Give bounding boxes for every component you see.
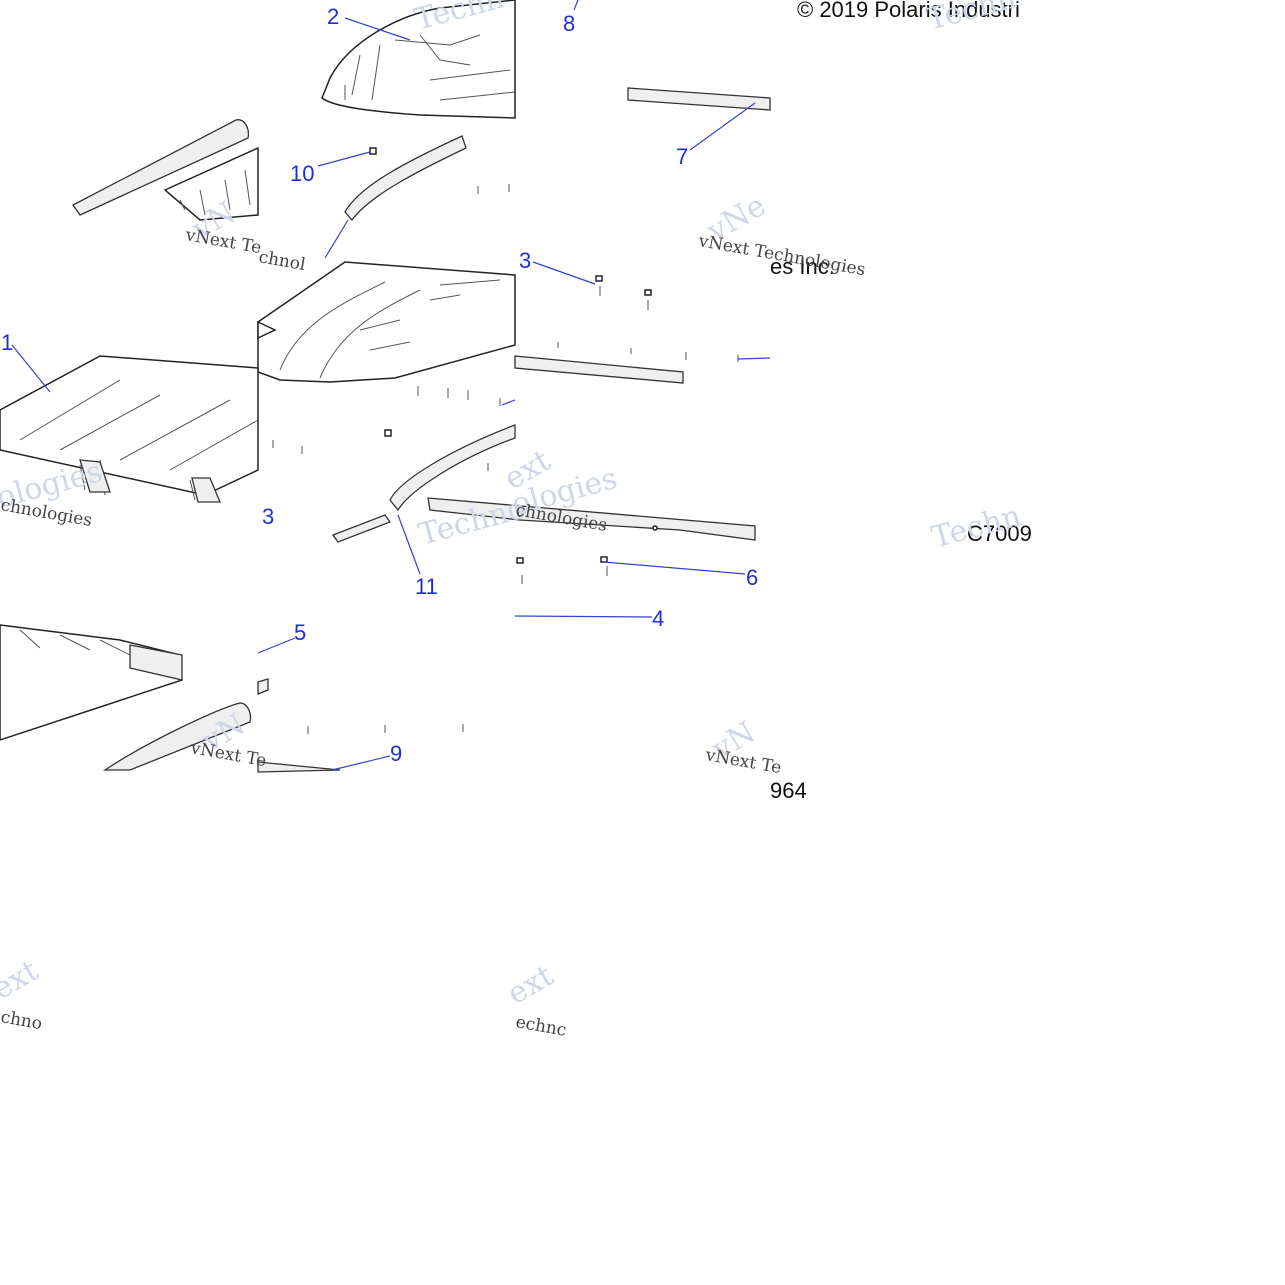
copyright-text: © 2019 Polaris Industri es Inc. [770, 0, 1020, 279]
callout-10: 10 [290, 161, 314, 186]
trim-bar-left [72, 119, 250, 216]
callout-11: 11 [415, 574, 438, 599]
watermark-chno-1: chno [0, 1007, 44, 1034]
callout-3-lower: 3 [262, 504, 274, 529]
callout-3: 3 [519, 248, 531, 273]
curved-rail-10 [344, 135, 467, 222]
screws-center [272, 386, 501, 471]
drawing-number: C7009 964 [770, 521, 1032, 803]
callout-2: 2 [327, 4, 339, 29]
copyright-fragment: es Inc. [770, 254, 835, 279]
watermarks: Techn Techn vNe vN ext Techno ologies Te… [0, 0, 1025, 1041]
watermark-chnol: chnol [257, 247, 307, 275]
callout-7: 7 [676, 144, 688, 169]
drawing-number-fragment: 964 [770, 778, 807, 803]
callout-4: 4 [652, 606, 664, 631]
leader-lines [11, 0, 771, 771]
drawing-number-label: C7009 [967, 521, 1032, 546]
trim-bar-rear [102, 702, 252, 771]
callout-9: 9 [390, 741, 402, 766]
fastener-10 [369, 147, 377, 155]
callout-8: 8 [563, 11, 575, 36]
watermark-chno-2: echnc [514, 1012, 568, 1041]
watermark-tech-3: Techn [928, 498, 1025, 555]
callout-1: 1 [1, 330, 13, 355]
watermark-next-3: ext [502, 958, 560, 1012]
callout-6: 6 [746, 565, 758, 590]
callout-5: 5 [294, 620, 306, 645]
flat-bar-6 [427, 497, 756, 541]
roof-panel-1 [0, 355, 259, 503]
curved-rail-11 [389, 424, 516, 512]
roof-panel-top [321, 0, 516, 119]
roof-panel-rear [0, 624, 183, 741]
roof-panel-center [257, 261, 516, 383]
copyright-label: © 2019 Polaris Industri [797, 0, 1020, 22]
fasteners-row-top [477, 184, 510, 194]
screws-bottom [307, 724, 464, 734]
roof-panel-edge-fragment [163, 146, 259, 221]
bar-9 [257, 761, 341, 773]
callout-numbers: 2 8 7 10 1 3 3 11 6 4 5 9 [1, 4, 758, 766]
clip-5 [257, 678, 269, 695]
strip-7 [627, 87, 771, 111]
fasteners-6 [516, 556, 608, 584]
screws-right [557, 275, 739, 362]
strip-long [514, 355, 684, 384]
bar-11-lower [331, 514, 392, 543]
watermark-next-2: ext [0, 953, 44, 1007]
